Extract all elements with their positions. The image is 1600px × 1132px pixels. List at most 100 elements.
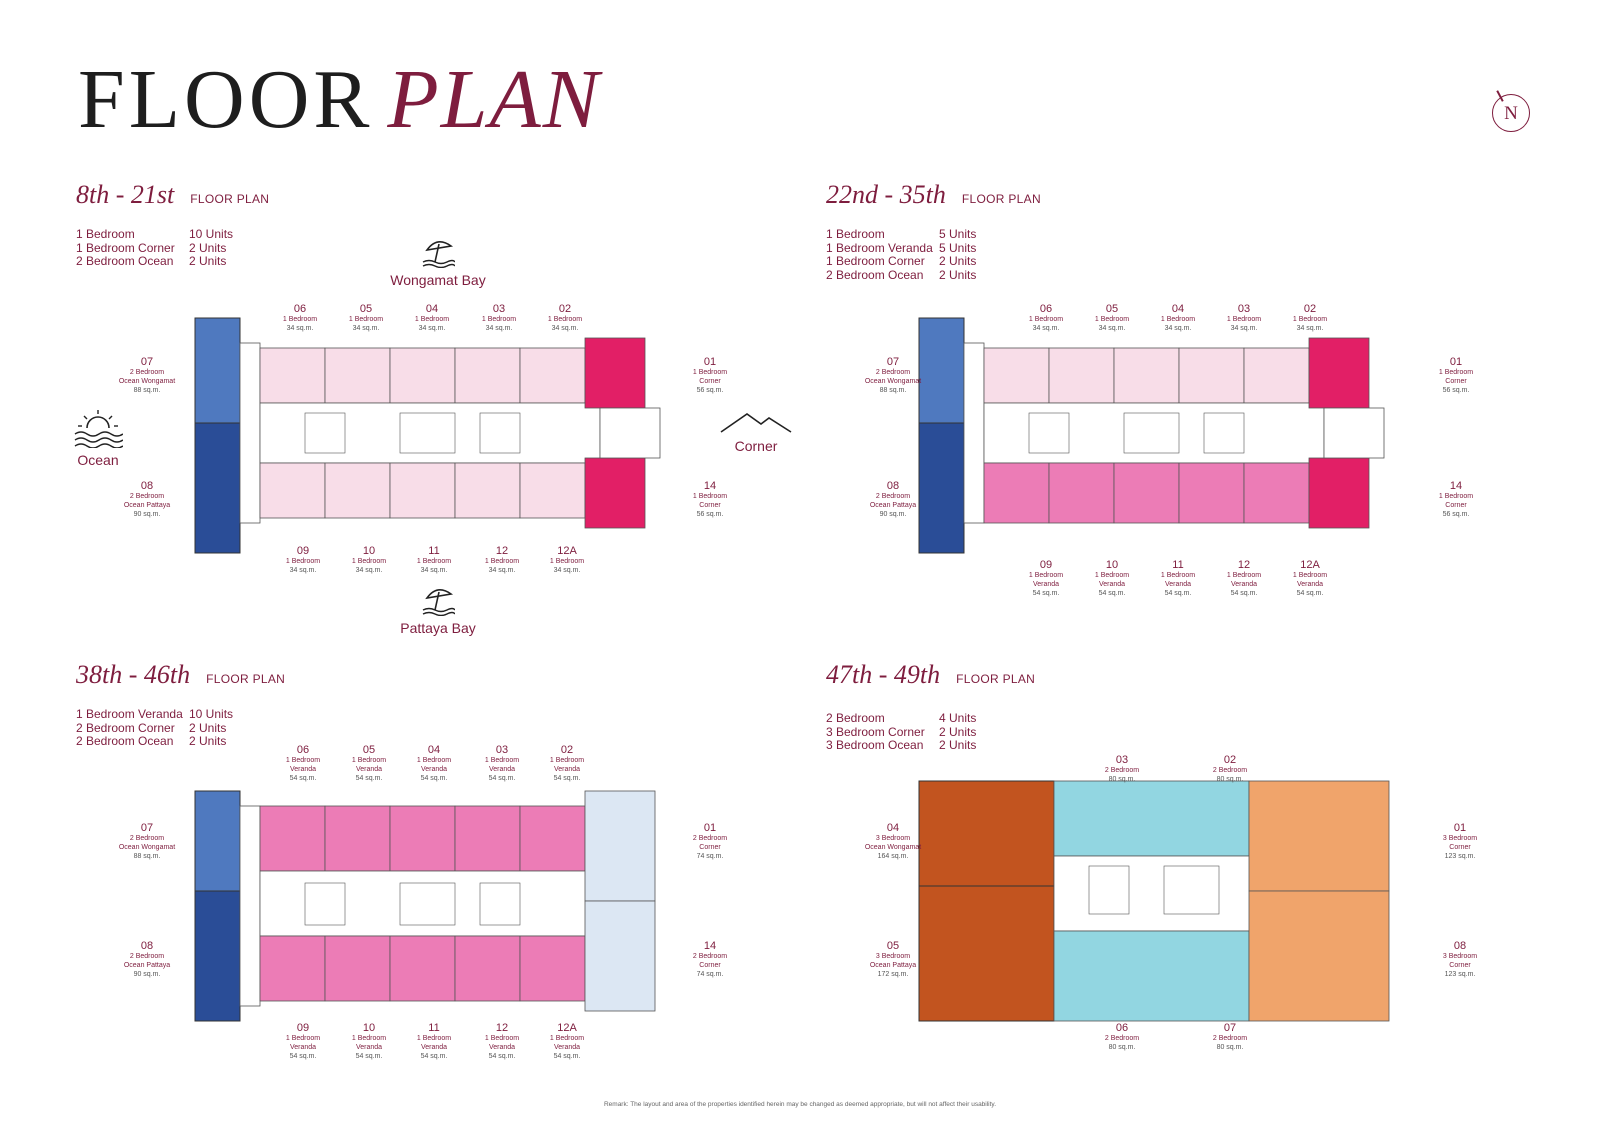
unit-number: 01 (703, 822, 717, 834)
summary-type: 1 Bedroom Corner (826, 254, 925, 268)
unit-type: 1 Bedroom (1094, 316, 1130, 323)
unit-area: 34 sq.m. (488, 567, 516, 574)
floor-range: 22nd - 35th (826, 180, 946, 209)
lift-core (1123, 412, 1180, 454)
unit-area: 34 sq.m. (1230, 325, 1258, 332)
unit-type: 1 Bedroom (285, 558, 321, 565)
unit-area: 54 sq.m. (420, 1053, 448, 1060)
unit-type: 1 Bedroom (1028, 316, 1064, 323)
unit-14-shape (584, 900, 656, 1012)
unit-number: 03 (1237, 303, 1251, 315)
unit-08-shape (1248, 890, 1390, 1022)
unit-number: 02 (558, 303, 572, 315)
unit-area: 56 sq.m. (1442, 387, 1470, 394)
beach-umbrella-icon (422, 589, 455, 616)
summary-type: 2 Bedroom Ocean (826, 267, 924, 282)
title-accent: PLAN (387, 53, 601, 146)
unit-type: 1 Bedroom (481, 316, 517, 323)
unit-area: 80 sq.m. (1216, 776, 1244, 783)
unit-10-shape (324, 462, 391, 519)
summary-count: 2 Units (189, 240, 227, 255)
summary-type: 2 Bedroom (826, 711, 885, 725)
unit-number: 12 (1237, 559, 1251, 571)
unit-type: 1 Bedroom (547, 316, 583, 323)
unit-area: 123 sq.m. (1444, 971, 1476, 978)
title-main: FLOOR (78, 53, 374, 146)
unit-number: 11 (428, 545, 440, 557)
unit-14-shape (584, 457, 646, 529)
corner-core (599, 407, 661, 459)
unit-number: 10 (362, 1022, 376, 1034)
unit-area: 34 sq.m. (1164, 325, 1192, 332)
floor-plan-38-46 (194, 790, 656, 1022)
summary-count: 2 Units (189, 734, 227, 748)
unit-area: 164 sq.m. (877, 853, 909, 860)
north-compass-icon: N (1492, 94, 1530, 132)
unit-number: 03 (495, 744, 509, 756)
unit-area: 34 sq.m. (1098, 325, 1126, 332)
unit-type: 1 Bedroom (1160, 316, 1196, 323)
unit-area: 34 sq.m. (289, 567, 317, 574)
unit-number: 06 (293, 303, 307, 315)
unit-08-shape (918, 422, 965, 554)
unit-area: 54 sq.m. (289, 775, 317, 782)
unit-area: 80 sq.m. (1108, 1044, 1136, 1051)
unit-number: 07 (140, 822, 154, 834)
summary-count: 2 Units (939, 724, 977, 739)
unit-area: 34 sq.m. (420, 567, 448, 574)
unit-area: 54 sq.m. (1164, 590, 1192, 597)
unit-07-shape (194, 790, 241, 892)
unit-type: 2 Bedroom (1212, 767, 1248, 774)
unit-area: 90 sq.m. (133, 511, 161, 518)
unit-area: 34 sq.m. (485, 325, 513, 332)
unit-09-shape (259, 935, 326, 1002)
unit-12-shape (1178, 462, 1245, 524)
lift-core (399, 412, 456, 454)
lift-core (479, 412, 521, 454)
unit-type: 1 Bedroom (416, 558, 452, 565)
corridor (259, 870, 591, 937)
unit-area: 34 sq.m. (1296, 325, 1324, 332)
unit-area: 34 sq.m. (355, 567, 383, 574)
unit-area: 74 sq.m. (696, 853, 724, 860)
unit-number: 14 (1449, 480, 1463, 492)
unit-area: 54 sq.m. (553, 1053, 581, 1060)
view-label: Ocean (77, 452, 119, 468)
unit-08-shape (194, 422, 241, 554)
unit-area: 34 sq.m. (551, 325, 579, 332)
unit-number: 02 (1223, 754, 1237, 766)
unit-type: 2 Bedroom (1212, 1035, 1248, 1042)
floor-plan-label: FLOOR PLAN (206, 672, 286, 686)
corridor (1053, 855, 1255, 932)
unit-04-shape (389, 805, 456, 872)
unit-11-shape (389, 462, 456, 519)
unit-area: 90 sq.m. (133, 971, 161, 978)
